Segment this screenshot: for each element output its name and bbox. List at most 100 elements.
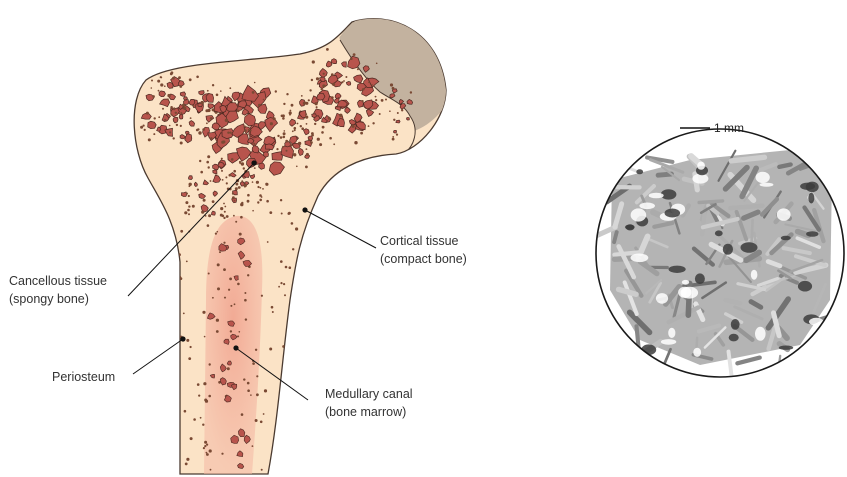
bone-pore-dot xyxy=(172,77,175,80)
micro-ct-pore xyxy=(798,281,812,292)
trabecula xyxy=(173,117,178,123)
bone-pore-dot xyxy=(185,201,188,204)
bone-pore-dot xyxy=(226,215,229,218)
bone-pore-dot xyxy=(267,241,269,243)
bone-pore-dot xyxy=(282,117,285,120)
bone-pore-dot xyxy=(183,313,185,315)
bone-pore-dot xyxy=(371,84,373,86)
micro-ct-strut xyxy=(825,314,839,337)
medullary-leader-dot xyxy=(233,345,238,350)
bone-pore-dot xyxy=(305,166,308,169)
bone-pore-dot xyxy=(260,421,263,424)
bone-pore-dot xyxy=(204,336,206,338)
trabecula xyxy=(396,120,400,123)
cortical-leader-dot xyxy=(302,207,307,212)
micro-ct-pore xyxy=(631,208,647,221)
bone-pore-dot xyxy=(401,109,403,111)
bone-pore-dot xyxy=(296,166,298,168)
bone-pore-dot xyxy=(275,90,277,92)
bone-pore-dot xyxy=(196,129,199,132)
bone-pore-dot xyxy=(183,107,186,110)
bone-pore-dot xyxy=(184,211,187,214)
bone-pore-dot xyxy=(227,132,229,134)
bone-pore-dot xyxy=(331,73,334,76)
trabecula xyxy=(159,91,165,97)
bone-pore-dot xyxy=(220,207,223,210)
bone-pore-dot xyxy=(308,99,310,101)
bone-pore-dot xyxy=(280,260,283,263)
bone-pore-dot xyxy=(247,389,250,392)
bone-pore-dot xyxy=(230,330,232,332)
bone-pore-dot xyxy=(186,458,189,461)
micro-ct-pore xyxy=(697,162,705,170)
bone-pore-dot xyxy=(193,418,196,421)
bone-pore-dot xyxy=(321,131,324,134)
bone-pore-dot xyxy=(280,282,282,284)
bone-pore-dot xyxy=(245,318,247,320)
bone-pore-dot xyxy=(203,382,206,385)
bone-pore-dot xyxy=(193,105,195,107)
bone-pore-dot xyxy=(339,114,342,117)
bone-pore-dot xyxy=(248,129,250,131)
periosteum-leader-dot xyxy=(180,336,185,341)
bone-pore-dot xyxy=(212,297,214,299)
bone-pore-dot xyxy=(360,132,363,135)
bone-pore-dot xyxy=(229,132,231,134)
bone-pore-dot xyxy=(283,132,286,135)
bone-pore-dot xyxy=(189,78,192,81)
bone-pore-dot xyxy=(241,162,244,165)
bone-pore-dot xyxy=(224,206,226,208)
bone-pore-dot xyxy=(285,266,288,269)
bone-pore-dot xyxy=(202,424,204,426)
bone-pore-dot xyxy=(354,141,357,144)
bone-pore-dot xyxy=(216,319,219,322)
bone-pore-dot xyxy=(186,193,188,195)
bone-pore-dot xyxy=(283,283,285,285)
medullary-label-line2: (bone marrow) xyxy=(325,405,406,419)
bone-pore-dot xyxy=(232,196,235,199)
bone-pore-dot xyxy=(235,221,237,223)
bone-pore-dot xyxy=(224,211,226,213)
bone-pore-dot xyxy=(157,80,160,83)
medullary-canal xyxy=(204,216,262,474)
micro-ct-pore xyxy=(751,270,758,280)
bone-pore-dot xyxy=(223,217,225,219)
trabecula xyxy=(148,121,157,128)
bone-pore-dot xyxy=(277,135,279,137)
bone-pore-dot xyxy=(233,170,236,173)
bone-pore-dot xyxy=(160,83,163,86)
bone-pore-dot xyxy=(235,187,238,190)
bone-pore-dot xyxy=(341,81,343,83)
bone-pore-dot xyxy=(190,117,192,119)
micro-ct-strut xyxy=(779,165,790,167)
bone-pore-dot xyxy=(264,389,267,392)
bone-pore-dot xyxy=(233,215,235,217)
bone-pore-dot xyxy=(220,90,222,92)
bone-pore-dot xyxy=(317,138,320,141)
bone-pore-dot xyxy=(294,127,297,130)
micro-ct-pore xyxy=(755,327,766,341)
bone-pore-dot xyxy=(223,203,225,205)
bone-pore-dot xyxy=(239,161,241,163)
bone-pore-dot xyxy=(316,106,318,108)
bone-pore-dot xyxy=(217,287,220,290)
bone-pore-dot xyxy=(227,367,230,370)
bone-pore-dot xyxy=(272,311,274,313)
bone-pore-dot xyxy=(206,161,209,164)
bone-pore-dot xyxy=(259,194,262,197)
micro-ct-pore xyxy=(656,293,668,304)
bone-pore-dot xyxy=(184,410,187,413)
bone-pore-dot xyxy=(143,125,145,127)
bone-pore-dot xyxy=(392,136,394,138)
bone-pore-dot xyxy=(222,215,225,218)
micro-ct-pore xyxy=(693,348,701,357)
bone-pore-dot xyxy=(208,214,211,217)
bone-pore-dot xyxy=(393,119,395,121)
micro-ct-pore xyxy=(777,208,791,220)
bone-pore-dot xyxy=(210,117,213,120)
bone-pore-dot xyxy=(221,170,223,172)
bone-pore-dot xyxy=(212,84,214,86)
bone-pore-dot xyxy=(170,114,172,116)
bone-pore-dot xyxy=(291,104,294,107)
bone-pore-dot xyxy=(164,119,166,121)
